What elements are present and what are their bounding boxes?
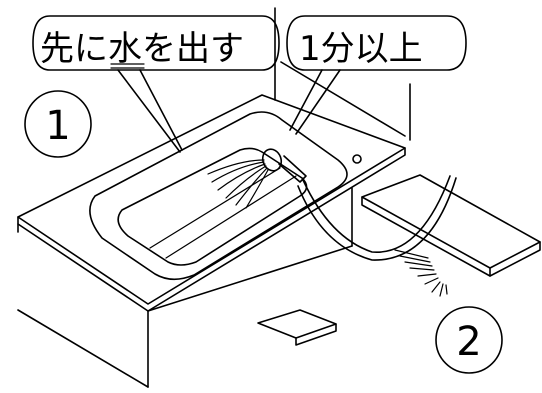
callout-text-right: 1分以上 — [299, 29, 423, 69]
wall-lines — [274, 7, 411, 141]
bathtub — [17, 94, 406, 388]
callout-one-minute: 1分以上 — [286, 15, 467, 135]
water-spray-drain — [394, 249, 448, 297]
step-2-number: 2 — [456, 319, 481, 365]
water-spray-tub — [207, 159, 269, 209]
callout-text-left: 先に水を出す — [40, 29, 244, 69]
callout-water-first: 先に水を出す — [32, 15, 280, 153]
step-1-number: 1 — [45, 103, 70, 149]
shower-head — [261, 148, 307, 183]
drain-board — [361, 174, 541, 277]
shower-hose — [297, 175, 457, 261]
step-2-marker: 2 — [435, 306, 503, 374]
emphasized-water-char: 水 — [108, 29, 142, 69]
step-1-marker: 1 — [24, 90, 92, 158]
floor-drain-cover — [257, 309, 337, 346]
